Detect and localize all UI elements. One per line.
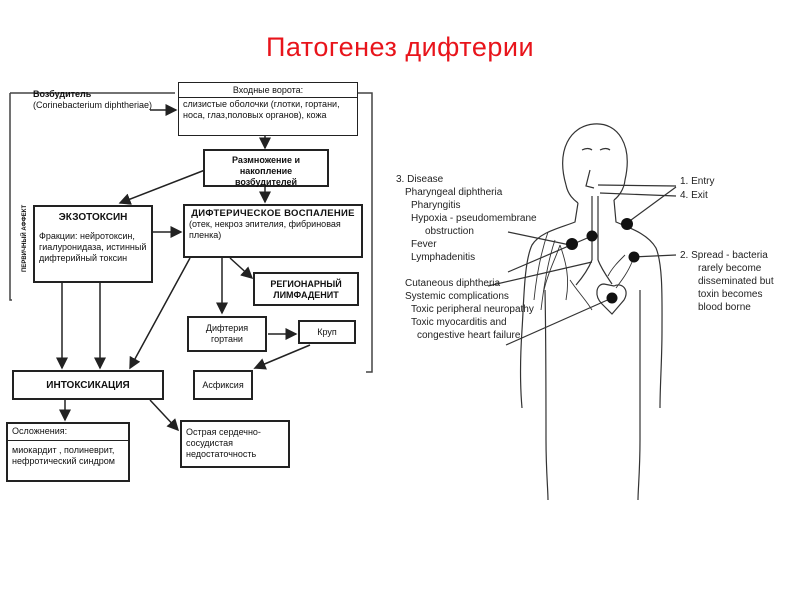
- arrow-multiplication-exotoxin: [118, 169, 206, 205]
- pointer-lymph: [507, 235, 593, 273]
- intoxication-box: ИНТОКСИКАЦИЯ: [12, 370, 164, 400]
- pointer-exit-1: [599, 192, 677, 197]
- pointer-cutaneous: [487, 261, 593, 287]
- label-pharyngitis: Pharyngitis: [411, 200, 461, 211]
- dot-arm: [628, 251, 640, 263]
- label-pharyngeal: Pharyngeal diphtheria: [405, 187, 503, 198]
- arrow-inflammation-lymph: [229, 257, 254, 280]
- label-spread-2: rarely become: [698, 263, 762, 274]
- inflammation-title: ДИФТЕРИЧЕСКОЕ ВОСПАЛЕНИЕ: [191, 208, 355, 219]
- entry-title: Входные ворота:: [232, 85, 304, 95]
- exotoxin-box: ЭКЗОТОКСИН Фракции: нейротоксин, гиалуро…: [33, 205, 153, 283]
- entry-gate-box: Входные ворота: слизистые оболочки (глот…: [178, 82, 358, 136]
- pointer-heart: [505, 297, 613, 346]
- arrow-croup-asphyxia: [253, 344, 311, 370]
- frame-left-line: [9, 93, 12, 301]
- inflammation-box: ДИФТЕРИЧЕСКОЕ ВОСПАЛЕНИЕ (отек, некроз э…: [183, 204, 363, 258]
- label-entry: 1. Entry: [680, 176, 715, 187]
- pointer-entry: [597, 184, 677, 187]
- label-heart-failure: congestive heart failure: [417, 330, 521, 341]
- dot-heart: [606, 292, 618, 304]
- label-fever: Fever: [411, 239, 437, 250]
- label-spread-3: disseminated but: [698, 276, 774, 287]
- exotoxin-title: ЭКЗОТОКСИН: [58, 212, 128, 223]
- lymphadenitis-box: РЕГИОНАРНЫЙ ЛИМФАДЕНИТ: [253, 272, 359, 306]
- complications-title: Осложнения:: [12, 426, 68, 436]
- label-neuropathy: Toxic peripheral neuropathy: [411, 304, 534, 315]
- arrow-intox-heart: [149, 399, 180, 432]
- agent-subtitle: (Corinebacterium diphtheriae): [33, 100, 153, 110]
- frame-right-line: [355, 92, 373, 373]
- dot-neck-left: [566, 238, 578, 250]
- dot-shoulder: [621, 218, 633, 230]
- label-spread-5: blood borne: [698, 302, 751, 313]
- label-spread: 2. Spread - bacteria: [680, 250, 768, 261]
- trachea: [591, 196, 599, 260]
- label-systemic: Systemic complications: [405, 291, 509, 302]
- right-shoulder-arm: [613, 199, 663, 409]
- multiplication-box: Размножение и накопление возбудителей: [203, 149, 329, 187]
- croup-box: Круп: [298, 320, 356, 344]
- label-lymphadenitis: Lymphadenitis: [411, 252, 476, 263]
- label-cutaneous: Cutaneous diphtheria: [405, 278, 501, 289]
- right-torso: [637, 289, 641, 501]
- arrow-inflammation-intox: [129, 257, 191, 370]
- agent-title: Возбудитель: [33, 89, 92, 99]
- label-exit: 4. Exit: [680, 190, 708, 201]
- label-disease: 3. Disease: [396, 174, 444, 185]
- pointer-disease: [507, 231, 571, 246]
- entry-body: слизистые оболочки (глотки, гортани, нос…: [183, 99, 340, 120]
- asphyxia-box: Асфиксия: [193, 370, 253, 400]
- agent-block: Возбудитель (Corinebacterium diphtheriae…: [33, 89, 158, 111]
- complications-box: Осложнения: миокардит , полиневрит, нефр…: [6, 422, 130, 482]
- exotoxin-body: Фракции: нейротоксин, гиалуронидаза, ист…: [39, 231, 147, 263]
- head-outline: [562, 123, 628, 201]
- slide-title: Патогенез дифтерии: [265, 32, 535, 62]
- pointer-exit-2: [626, 186, 677, 224]
- complications-body: миокардит , полиневрит, нефротический си…: [12, 445, 115, 466]
- label-hypoxia: Hypoxia - pseudomembrane: [411, 213, 537, 224]
- larynx-box: Дифтерия гортани: [187, 316, 267, 352]
- left-torso: [544, 289, 549, 501]
- left-shoulder-arm: [519, 202, 579, 409]
- heart-failure-box: Острая сердечно-сосудистая недостаточнос…: [180, 420, 290, 468]
- dot-neck-center: [586, 230, 598, 242]
- inflammation-body: (отек, некроз эпителия, фибриновая пленк…: [189, 219, 341, 240]
- label-spread-4: toxin becomes: [698, 289, 763, 300]
- heart-outline: [596, 283, 627, 315]
- label-myocarditis: Toxic myocarditis and: [411, 317, 507, 328]
- label-obstruction: obstruction: [425, 226, 474, 237]
